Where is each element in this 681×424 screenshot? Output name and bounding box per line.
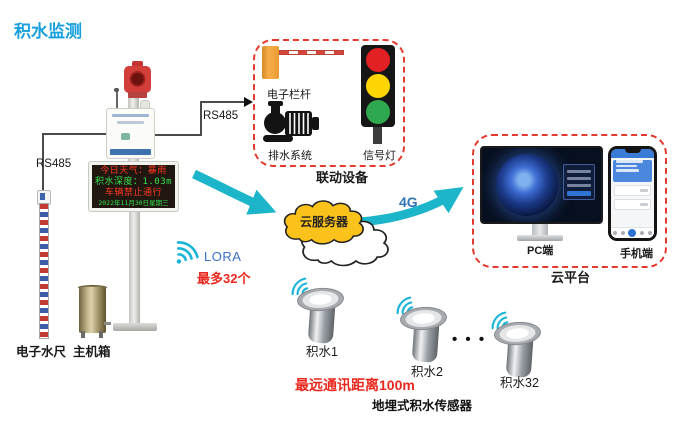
antenna-icon xyxy=(116,90,118,109)
nav-dot xyxy=(620,231,625,235)
traffic-light-stem xyxy=(373,127,382,144)
4g-label: 4G xyxy=(399,194,418,210)
phone-card-line xyxy=(616,160,644,163)
water-ruler-icon xyxy=(39,203,49,339)
phone-form-row xyxy=(614,199,651,210)
nav-dot xyxy=(612,231,617,235)
signal-light-label: 信号灯 xyxy=(363,150,396,162)
alarm-beacon-icon xyxy=(132,61,143,67)
alarm-beacon-icon xyxy=(124,66,151,93)
alarm-beacon-base xyxy=(128,92,147,98)
cloud-platform-box xyxy=(472,134,667,268)
arrow-cloud-to-platform xyxy=(359,187,464,227)
phone-screen xyxy=(611,149,654,238)
barrier-arm-icon xyxy=(279,50,344,55)
rs485-top-wire-v xyxy=(200,101,202,136)
led-line-date: 2022年11月30日星期三 xyxy=(98,199,169,207)
linkage-devices-box xyxy=(253,39,405,167)
cabinet-leg xyxy=(81,331,85,338)
traffic-light-green xyxy=(366,100,390,124)
login-field xyxy=(567,170,591,173)
nav-dot xyxy=(648,231,653,235)
rs485-top-arrowhead xyxy=(244,97,253,107)
led-screen: 今日天气：暴雨 积水深度：1.03m 车辆禁止通行 2022年11月30日星期三 xyxy=(92,165,175,208)
pc-monitor-icon xyxy=(480,146,603,224)
login-field xyxy=(567,184,591,187)
phone-card-line xyxy=(616,164,638,167)
cloud-server-label: 云服务器 xyxy=(300,215,349,229)
cloud-platform-title: 云平台 xyxy=(551,270,591,285)
controller-bottom-strip xyxy=(110,149,151,155)
page-title: 积水监测 xyxy=(14,22,82,41)
login-panel xyxy=(563,164,595,200)
cabinet-label: 主机箱 xyxy=(73,345,111,359)
cabinet-spout xyxy=(104,322,111,325)
phone-form-row xyxy=(614,185,651,196)
cloud-server-icon xyxy=(283,200,389,267)
arrow-station-to-cloud xyxy=(192,169,277,215)
controller-label-strip xyxy=(112,114,149,117)
antenna-tip-icon xyxy=(114,88,119,92)
water-ruler-head-mark xyxy=(40,193,45,200)
cabinet-leg xyxy=(99,331,103,338)
nav-dot xyxy=(640,231,645,235)
rs485-left-label: RS485 xyxy=(36,158,72,170)
controller-box xyxy=(106,108,155,159)
lora-max-label: 最多32个 xyxy=(197,271,251,286)
led-line-notice: 车辆禁止通行 xyxy=(104,188,162,198)
sensor-type-label: 地埋式积水传感器 xyxy=(372,399,473,413)
phone-icon xyxy=(608,146,657,241)
sensor-label-2: 积水2 xyxy=(411,365,443,379)
controller-logo xyxy=(121,133,130,140)
sensor-label-1: 积水1 xyxy=(306,345,338,359)
phone-notch xyxy=(624,149,641,153)
traffic-light-icon xyxy=(361,45,395,127)
rs485-top-wire-h2 xyxy=(200,101,245,103)
globe-graphic xyxy=(496,154,558,216)
phone-nav-bar xyxy=(611,227,654,238)
traffic-light-yellow xyxy=(366,74,390,98)
sensor-label-32: 积水32 xyxy=(500,376,539,390)
rs485-left-wire-v xyxy=(42,133,44,192)
led-line-weather: 今日天气：暴雨 xyxy=(100,166,167,176)
phone-app-header xyxy=(611,149,654,158)
lora-label: LORA xyxy=(204,249,242,264)
linkage-box-title: 联动设备 xyxy=(316,170,369,185)
phone-card-line xyxy=(616,169,640,172)
water-ruler-label: 电子水尺 xyxy=(16,345,67,359)
led-line-depth: 积水深度：1.03m xyxy=(94,177,173,187)
phone-app-card xyxy=(613,160,652,182)
login-button-graphic xyxy=(567,191,591,196)
controller-label-strip xyxy=(117,121,144,124)
rs485-top-label: RS485 xyxy=(203,110,239,122)
rs485-left-wire-h xyxy=(42,133,107,135)
pump-label: 排水系统 xyxy=(268,150,312,162)
phone-label: 手机端 xyxy=(620,248,653,260)
station-pole-lower xyxy=(129,211,140,325)
rs485-top-wire-h1 xyxy=(152,134,202,136)
nav-dot-center xyxy=(628,229,637,237)
barrier-gate-icon xyxy=(262,46,279,79)
pump-icon xyxy=(263,101,319,142)
pc-label: PC端 xyxy=(527,245,554,257)
cabinet-icon xyxy=(79,287,106,333)
login-field xyxy=(567,177,591,180)
max-distance-label: 最远通讯距离100m xyxy=(295,377,415,393)
station-pole-base xyxy=(113,323,157,331)
lora-signal-icon xyxy=(176,241,199,264)
barrier-label: 电子栏杆 xyxy=(267,89,311,101)
traffic-light-red xyxy=(366,48,390,72)
led-display: 今日天气：暴雨 积水深度：1.03m 车辆禁止通行 2022年11月30日星期三 xyxy=(88,161,179,212)
monitor-stand-base xyxy=(517,235,563,241)
ellipsis: • • • xyxy=(452,331,487,348)
monitor-stand-neck xyxy=(532,224,548,236)
